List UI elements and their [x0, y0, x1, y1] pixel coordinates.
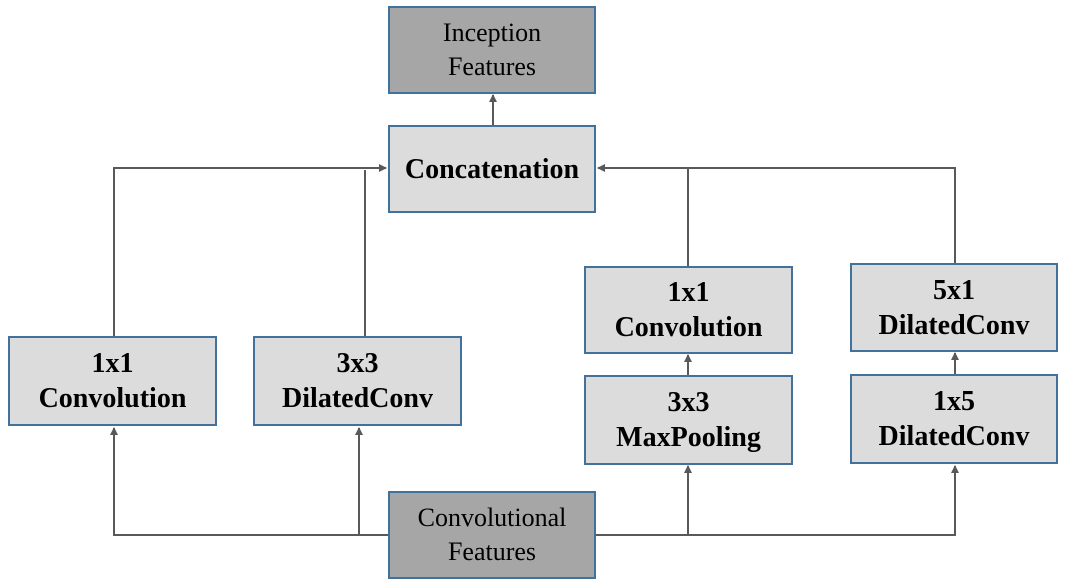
- conv1x1-right-node: 1x1 Convolution: [584, 266, 793, 354]
- convolutional-features-line2: Features: [447, 537, 537, 566]
- dilatedconv3x3-node: 3x3 DilatedConv: [253, 336, 462, 426]
- concatenation-node: Concatenation: [388, 125, 596, 213]
- edge-dil51-to-concat: [688, 167, 956, 263]
- dilatedconv1x5-node: 1x5 DilatedConv: [850, 374, 1058, 464]
- edge-input-to-maxpool: [595, 465, 692, 536]
- maxpooling3x3-line2: MaxPooling: [616, 422, 761, 453]
- dilatedconv5x1-line2: DilatedConv: [878, 309, 1030, 341]
- maxpooling3x3-line1: 3x3: [667, 387, 710, 418]
- dilatedconv1x5-line1: 1x5: [933, 386, 975, 417]
- inception-features-line2: Features: [447, 52, 537, 81]
- conv1x1-right-line2: Convolution: [614, 312, 763, 343]
- convolutional-features-line1: Convolutional: [417, 503, 567, 532]
- convolutional-features-node: Convolutional Features: [388, 491, 596, 579]
- dilatedconv5x1-node: 5x1 DilatedConv: [850, 263, 1058, 352]
- maxpooling3x3-node: 3x3 MaxPooling: [584, 375, 793, 465]
- dilatedconv3x3-line2: DilatedConv: [282, 383, 433, 414]
- edge-input-to-dil15: [688, 465, 959, 536]
- inception-features-node: Inception Features: [388, 6, 596, 94]
- dilatedconv5x1-line1: 5x1: [933, 274, 975, 306]
- dilatedconv3x3-line1: 3x3: [336, 348, 379, 379]
- conv1x1-right-line1: 1x1: [667, 277, 710, 308]
- conv1x1-left-line2: Convolution: [38, 383, 187, 414]
- conv1x1-left-line1: 1x1: [91, 348, 134, 379]
- conv1x1-left-node: 1x1 Convolution: [8, 336, 217, 426]
- dilatedconv1x5-line2: DilatedConv: [878, 421, 1030, 452]
- edge-input-to-conv1: [110, 427, 388, 536]
- edge-conv1b-to-concat: [597, 164, 689, 266]
- concatenation-label: Concatenation: [404, 153, 580, 185]
- edge-conv1-to-concat: [113, 164, 387, 336]
- inception-features-line1: Inception: [442, 18, 542, 47]
